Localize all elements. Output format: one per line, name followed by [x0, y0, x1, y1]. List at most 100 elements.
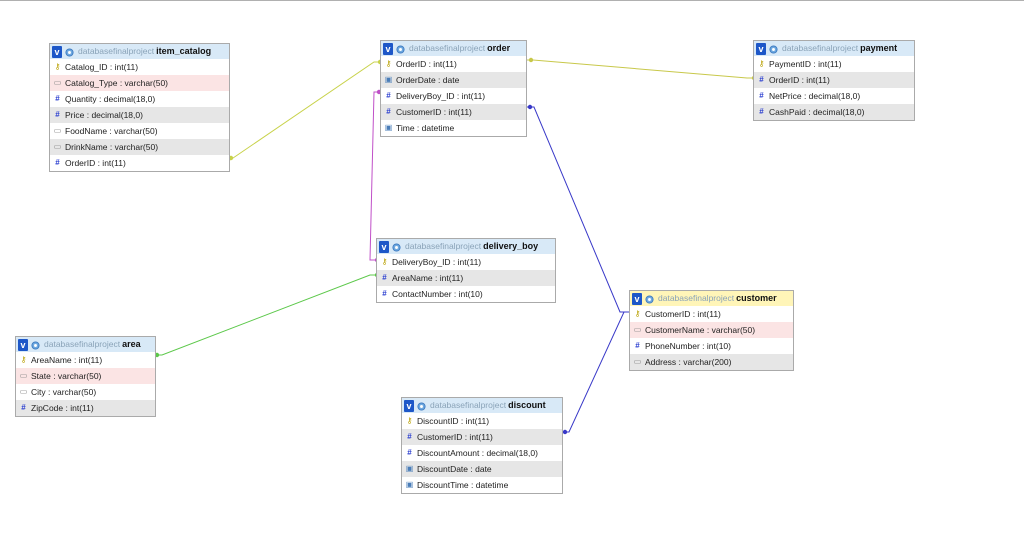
column-row[interactable]: #PhoneNumber : int(10) — [630, 338, 793, 354]
primary-key-icon: ⚷ — [381, 257, 388, 266]
column-label: Address : varchar(200) — [645, 357, 732, 367]
text-field-icon: ▭ — [633, 325, 642, 334]
column-label: CustomerID : int(11) — [396, 107, 472, 117]
relation-endpoint — [527, 104, 533, 110]
column-label: Quantity : decimal(18,0) — [65, 94, 156, 104]
toggle-view-button[interactable]: v — [383, 42, 393, 55]
column-label: CustomerID : int(11) — [645, 309, 721, 319]
toggle-view-button[interactable]: v — [52, 45, 62, 58]
gear-icon[interactable] — [417, 401, 426, 411]
column-row[interactable]: #Price : decimal(18,0) — [50, 107, 229, 123]
column-row[interactable]: ▭CustomerName : varchar(50) — [630, 322, 793, 338]
top-border — [0, 0, 1024, 1]
numeric-field-icon: # — [55, 94, 60, 103]
column-row[interactable]: ▭FoodName : varchar(50) — [50, 123, 229, 139]
gear-icon[interactable] — [769, 44, 778, 54]
column-label: City : varchar(50) — [31, 387, 97, 397]
column-row[interactable]: ▣OrderDate : date — [381, 72, 526, 88]
primary-key-icon: ⚷ — [758, 59, 765, 68]
text-field-icon: ▭ — [19, 387, 28, 396]
primary-key-icon: ⚷ — [385, 59, 392, 68]
column-row[interactable]: ▭Address : varchar(200) — [630, 354, 793, 370]
database-name: databasefinalproject — [430, 400, 507, 410]
column-label: PhoneNumber : int(10) — [645, 341, 731, 351]
relation-endpoint — [528, 57, 534, 63]
relation-endpoint — [562, 429, 568, 435]
column-label: OrderID : int(11) — [769, 75, 830, 85]
toggle-view-button[interactable]: v — [379, 240, 389, 253]
column-row[interactable]: ⚷DiscountID : int(11) — [402, 413, 562, 429]
numeric-field-icon: # — [21, 403, 26, 412]
column-row[interactable]: ⚷Catalog_ID : int(11) — [50, 59, 229, 75]
column-row[interactable]: #AreaName : int(11) — [377, 270, 555, 286]
text-field-icon: ▭ — [633, 357, 642, 366]
column-label: Catalog_Type : varchar(50) — [65, 78, 168, 88]
column-label: ZipCode : int(11) — [31, 403, 94, 413]
column-row[interactable]: ⚷AreaName : int(11) — [16, 352, 155, 368]
numeric-field-icon: # — [759, 91, 764, 100]
column-row[interactable]: ▣DiscountDate : date — [402, 461, 562, 477]
toggle-view-button[interactable]: v — [756, 42, 766, 55]
column-row[interactable]: # OrderID : int(11) — [754, 72, 914, 88]
column-row[interactable]: ⚷DeliveryBoy_ID : int(11) — [377, 254, 555, 270]
column-row[interactable]: #CashPaid : decimal(18,0) — [754, 104, 914, 120]
table-name: discount — [508, 400, 546, 410]
numeric-field-icon: # — [386, 91, 391, 100]
table-name: order — [487, 43, 511, 53]
column-row[interactable]: ▭State : varchar(50) — [16, 368, 155, 384]
column-row[interactable]: ▭Catalog_Type : varchar(50) — [50, 75, 229, 91]
gear-icon[interactable] — [65, 47, 74, 57]
column-row[interactable]: ▣DiscountTime : datetime — [402, 477, 562, 493]
column-row[interactable]: #CustomerID : int(11) — [381, 104, 526, 120]
column-row[interactable]: ▣Time : datetime — [381, 120, 526, 136]
column-row[interactable]: #CustomerID : int(11) — [402, 429, 562, 445]
column-row[interactable]: #OrderID : int(11) — [50, 155, 229, 171]
column-row[interactable]: # DiscountAmount : decimal(18,0) — [402, 445, 562, 461]
relation-discount-customer — [563, 311, 629, 433]
column-label: DiscountID : int(11) — [417, 416, 490, 426]
gear-icon[interactable] — [645, 294, 654, 304]
column-row[interactable]: ⚷CustomerID : int(11) — [630, 306, 793, 322]
numeric-field-icon: # — [382, 289, 387, 298]
column-row[interactable]: ▭DrinkName : varchar(50) — [50, 139, 229, 155]
column-row[interactable]: #DeliveryBoy_ID : int(11) — [381, 88, 526, 104]
toggle-view-button[interactable]: v — [18, 338, 28, 351]
gear-icon[interactable] — [31, 340, 40, 350]
column-label: Price : decimal(18,0) — [65, 110, 143, 120]
gear-icon[interactable] — [392, 242, 401, 252]
column-row[interactable]: ▭City : varchar(50) — [16, 384, 155, 400]
numeric-field-icon: # — [407, 448, 412, 457]
numeric-field-icon: # — [759, 75, 764, 84]
column-row[interactable]: #NetPrice : decimal(18,0) — [754, 88, 914, 104]
gear-icon[interactable] — [396, 44, 405, 54]
column-label: AreaName : int(11) — [31, 355, 103, 365]
toggle-view-button[interactable]: v — [632, 292, 642, 305]
column-row[interactable]: # ContactNumber : int(10) — [377, 286, 555, 302]
column-label: ContactNumber : int(10) — [392, 289, 483, 299]
relation-item_catalog-order — [229, 61, 380, 161]
database-name: databasefinalproject — [782, 43, 859, 53]
column-row[interactable]: ⚷PaymentID : int(11) — [754, 56, 914, 72]
column-row[interactable]: # Quantity : decimal(18,0) — [50, 91, 229, 107]
numeric-field-icon: # — [759, 107, 764, 116]
column-row[interactable]: # ZipCode : int(11) — [16, 400, 155, 416]
toggle-view-button[interactable]: v — [404, 399, 414, 412]
date-field-icon: ▣ — [405, 480, 414, 489]
text-field-icon: ▭ — [19, 371, 28, 380]
column-row[interactable]: ⚷OrderID : int(11) — [381, 56, 526, 72]
column-label: DiscountAmount : decimal(18,0) — [417, 448, 538, 458]
